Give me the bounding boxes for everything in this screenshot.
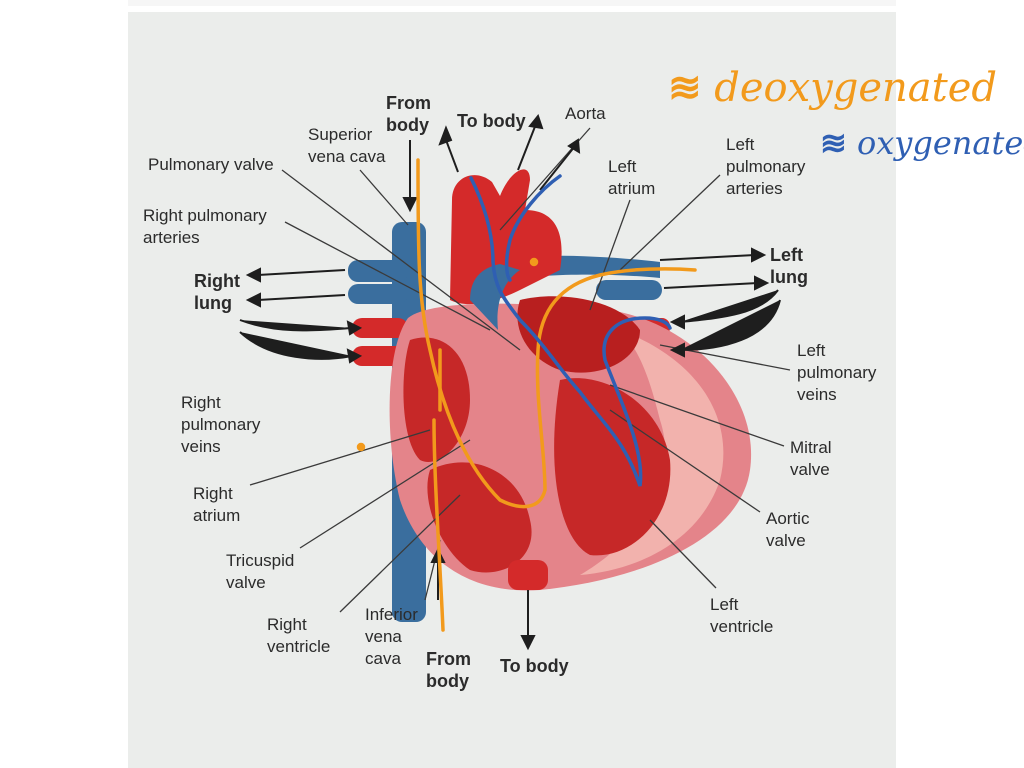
annotation-oxygenated-text: oxygenated [856, 124, 1024, 162]
pulmonary-trunk [470, 264, 520, 330]
orange-ink-path [356, 158, 697, 632]
annotation-deoxygenated: ≋ deoxygenated [668, 64, 997, 111]
heart-muscle-highlight [580, 330, 724, 575]
top-border [128, 0, 896, 6]
descending-vessel [508, 560, 548, 590]
right-ventricle-chamber [427, 462, 532, 573]
aorta [450, 169, 562, 305]
orange-scribble-icon: ≋ [668, 64, 702, 111]
blue-ink-path [469, 174, 672, 487]
blue-scribble-icon: ≋ [820, 124, 847, 162]
label-pulmonary-valve: Pulmonary valve [148, 155, 274, 174]
annotation-deoxygenated-text: deoxygenated [714, 65, 997, 111]
flow-arrows [239, 113, 781, 651]
label-to-body-bottom: To body [500, 656, 569, 676]
left-ventricle-chamber [554, 378, 671, 556]
annotation-oxygenated: ≋ oxygenated [820, 124, 1024, 162]
label-to-body-top: To body [457, 111, 526, 131]
label-aorta: Aorta [565, 104, 606, 123]
